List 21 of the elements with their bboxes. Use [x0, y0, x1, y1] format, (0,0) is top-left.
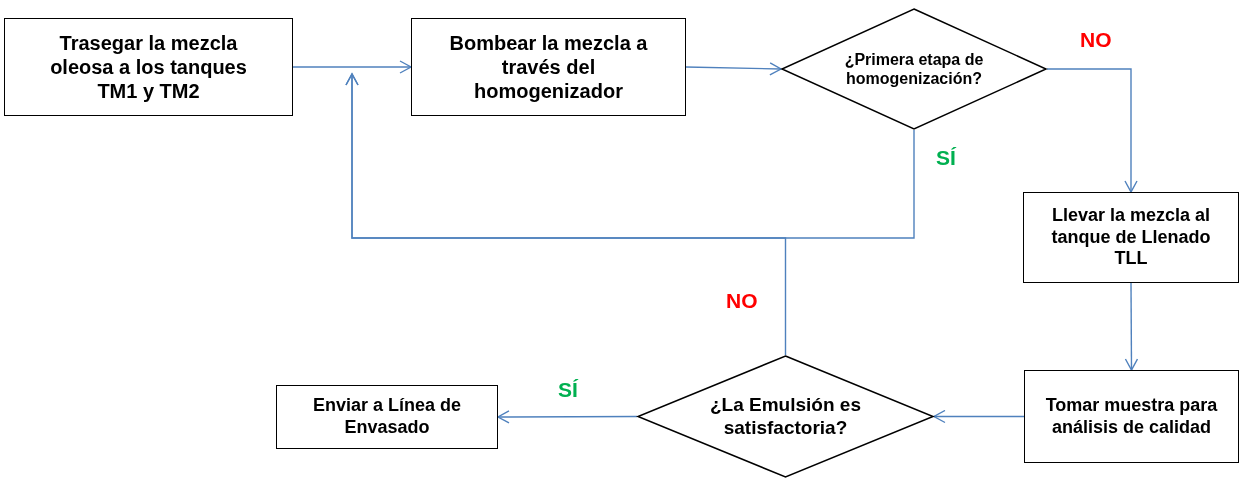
arrow: [497, 410, 638, 424]
decision-question: ¿Primera etapa de homogenización?: [843, 49, 985, 89]
step-text: Tomar muestra para análisis de calidad: [1045, 394, 1218, 439]
arrow: [1046, 68, 1138, 193]
step-text: Llevar la mezcla al tanque de Llenado TLL: [1050, 205, 1212, 270]
arrow: [292, 60, 412, 74]
process-box: [411, 18, 686, 116]
arrow: [1124, 282, 1139, 371]
step-text: Trasegar la mezcla oleosa a los tanques TM1 y TM2: [49, 31, 248, 103]
arrow: [685, 62, 782, 76]
arrow: [345, 73, 787, 356]
arrow: [933, 409, 1025, 424]
decision-question: ¿La Emulsión es satisfactoria?: [709, 393, 862, 440]
process-box: [1023, 192, 1239, 283]
process-box: [4, 18, 293, 116]
step-text: Enviar a Línea de Envasado: [311, 395, 463, 439]
process-box: [1024, 370, 1239, 463]
decision-diamond: [637, 355, 934, 478]
process-box: [276, 385, 498, 449]
step-text: Bombear la mezcla a través del homogenizador: [448, 31, 649, 103]
decision-diamond: [781, 8, 1047, 130]
